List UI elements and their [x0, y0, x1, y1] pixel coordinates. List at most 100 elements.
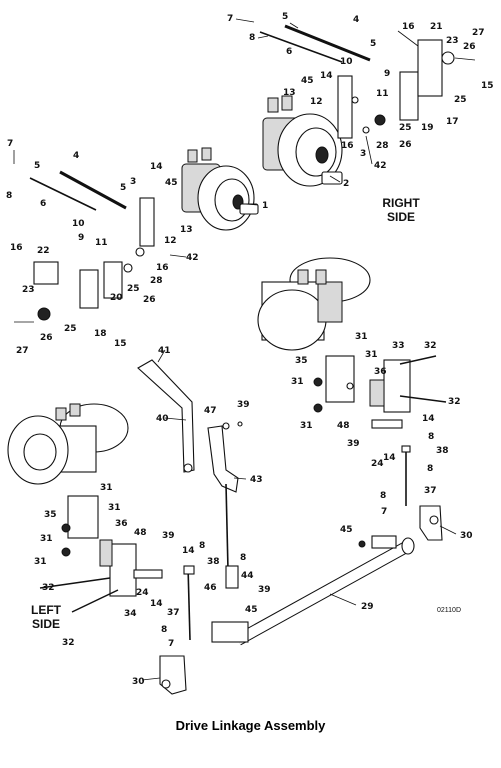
right-motor	[257, 257, 371, 351]
callout-37b: 37	[167, 608, 180, 618]
callout-31f: 31	[108, 503, 121, 513]
callout-10: 10	[340, 57, 353, 67]
callout-24b: 24	[136, 588, 149, 598]
callout-20: 20	[110, 293, 123, 303]
callout-5d: 5	[120, 183, 126, 193]
callout-32d: 32	[62, 638, 75, 648]
callout-42b: 42	[186, 253, 199, 263]
callout-31: 31	[355, 332, 368, 342]
callout-8b: 8	[6, 191, 12, 201]
callout-7: 7	[227, 14, 233, 24]
callout-39: 39	[237, 400, 250, 410]
left-side-label-line2: SIDE	[32, 617, 60, 631]
callout-1: 1	[262, 201, 268, 211]
callout-18: 18	[94, 329, 107, 339]
callout-8d: 8	[427, 464, 433, 474]
callout-4b: 4	[73, 151, 79, 161]
callout-14c: 14	[422, 414, 435, 424]
right-pump	[262, 95, 343, 187]
callout-3b: 3	[130, 177, 136, 187]
callout-26d: 26	[40, 333, 53, 343]
callout-8: 8	[249, 33, 255, 43]
callout-5b: 5	[370, 39, 376, 49]
callout-45b: 45	[165, 178, 178, 188]
callout-39d: 39	[258, 585, 271, 595]
callout-8c: 8	[428, 432, 434, 442]
callout-6: 6	[286, 47, 292, 57]
callout-48b: 48	[134, 528, 147, 538]
callout-31g: 31	[40, 534, 53, 544]
callout-24: 24	[371, 459, 384, 469]
callout-25b: 25	[399, 123, 412, 133]
right-side-label-line1: RIGHT	[382, 196, 420, 210]
callout-7b: 7	[7, 139, 13, 149]
callout-48: 48	[337, 421, 350, 431]
callout-14: 14	[320, 71, 333, 81]
callout-8h: 8	[161, 625, 167, 635]
diagram-caption: Drive Linkage Assembly	[175, 718, 326, 733]
callout-8e: 8	[380, 491, 386, 501]
right-side-label-line2: SIDE	[387, 210, 415, 224]
callout-27: 27	[472, 28, 485, 38]
callout-44: 44	[241, 571, 254, 581]
control-levers	[137, 359, 243, 641]
callout-32c: 32	[42, 583, 55, 593]
left-motor	[7, 403, 129, 485]
callout-labels: 1 2 3 3 4 4 5 5 5 5 6 6 7 7 7 7 8 8 8 8 …	[6, 12, 494, 687]
callout-16: 16	[402, 22, 415, 32]
callout-32: 32	[424, 341, 437, 351]
callout-16c: 16	[10, 243, 23, 253]
callout-15: 15	[481, 81, 494, 91]
callout-26b: 26	[399, 140, 412, 150]
callout-31e: 31	[100, 483, 113, 493]
callout-11: 11	[376, 89, 389, 99]
callout-8f: 8	[199, 541, 205, 551]
callout-39c: 39	[162, 531, 175, 541]
callout-12b: 12	[164, 236, 177, 246]
callout-31h: 31	[34, 557, 47, 567]
callout-39b: 39	[347, 439, 360, 449]
callout-7d: 7	[168, 639, 174, 649]
callout-16b: 16	[341, 141, 354, 151]
callout-45: 45	[301, 76, 314, 86]
callout-31c: 31	[291, 377, 304, 387]
callout-40: 40	[156, 414, 169, 424]
callout-35b: 35	[44, 510, 57, 520]
callout-3: 3	[360, 149, 366, 159]
callout-26c: 26	[143, 295, 156, 305]
leader-lines	[13, 18, 457, 681]
callout-12: 12	[310, 97, 323, 107]
callout-45d: 45	[245, 605, 258, 615]
callout-30: 30	[460, 531, 473, 541]
callout-19: 19	[421, 123, 434, 133]
callout-27b: 27	[16, 346, 29, 356]
callout-37: 37	[424, 486, 437, 496]
callout-13: 13	[283, 88, 296, 98]
drawing-code: 02110D	[437, 607, 461, 614]
callout-21: 21	[430, 22, 443, 32]
callout-9b: 9	[78, 233, 84, 243]
cross-shaft	[159, 505, 443, 695]
callout-33: 33	[392, 341, 405, 351]
callout-7c: 7	[381, 507, 387, 517]
callout-14f: 14	[150, 599, 163, 609]
callout-28b: 28	[150, 276, 163, 286]
callout-32b: 32	[448, 397, 461, 407]
callout-16d: 16	[156, 263, 169, 273]
callout-25d: 25	[64, 324, 77, 334]
callout-42: 42	[374, 161, 387, 171]
callout-31d: 31	[300, 421, 313, 431]
callout-47: 47	[204, 406, 217, 416]
callout-38: 38	[436, 446, 449, 456]
callout-23: 23	[446, 36, 459, 46]
callout-14b: 14	[150, 162, 163, 172]
callout-30b: 30	[132, 677, 145, 687]
callout-34: 34	[124, 609, 137, 619]
right-control-bracket	[313, 355, 447, 506]
callout-38b: 38	[207, 557, 220, 567]
left-control-bracket	[39, 495, 163, 613]
callout-25: 25	[454, 95, 467, 105]
callout-2: 2	[343, 179, 349, 189]
callout-29: 29	[361, 602, 374, 612]
